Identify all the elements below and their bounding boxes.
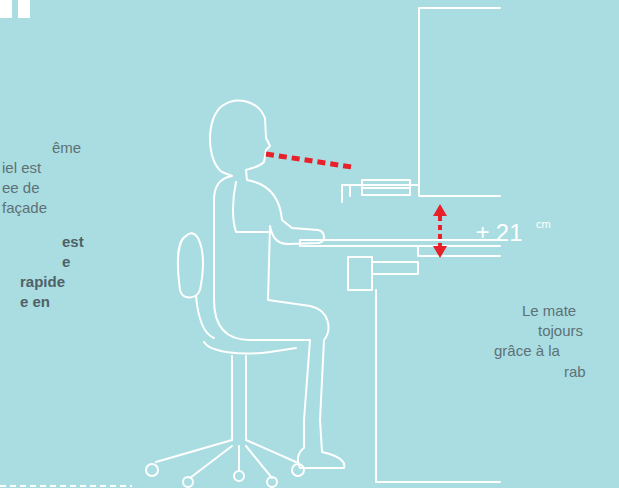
chair-base: [156, 440, 296, 478]
body-text: grâce à la: [494, 342, 560, 360]
height-arrow: [438, 216, 442, 246]
chair-seat: [204, 342, 296, 354]
body-text: ee de: [2, 179, 40, 197]
chair-wheel: [267, 477, 277, 487]
body-text: rab: [564, 363, 586, 381]
bold-text: e: [62, 253, 70, 271]
quote-mark: [18, 0, 30, 18]
chair-wheel: [292, 464, 304, 476]
desk-leg: [376, 290, 500, 482]
body-text: tojours: [538, 322, 583, 340]
bold-text: e en: [20, 293, 50, 311]
chair-wheel: [234, 471, 244, 481]
body-text: façade: [2, 199, 47, 217]
chair-wheel: [146, 464, 158, 476]
chair-back-support: [196, 296, 214, 338]
chair-column: [232, 356, 246, 440]
body-text: iel est: [2, 159, 41, 177]
person-outline: [210, 101, 344, 468]
desk-top: [300, 240, 500, 256]
sight-line: [266, 154, 352, 167]
upper-cabinet: [419, 8, 500, 196]
bold-text: rapide: [20, 273, 65, 291]
chair-wheel: [183, 477, 193, 487]
bold-text: est: [62, 233, 84, 251]
chair-backrest: [178, 233, 203, 297]
dimension-value: ± 21: [476, 219, 523, 248]
drawer: [348, 257, 418, 290]
body-text: ême: [52, 139, 81, 157]
person-arm: [233, 182, 268, 232]
quote-mark: [0, 0, 12, 18]
dashed-rule: [0, 485, 132, 487]
monitor-shelf: [342, 180, 419, 202]
body-text: Le mate: [522, 302, 576, 320]
dimension-unit: cm: [536, 218, 551, 231]
arrow-head: [433, 204, 447, 258]
